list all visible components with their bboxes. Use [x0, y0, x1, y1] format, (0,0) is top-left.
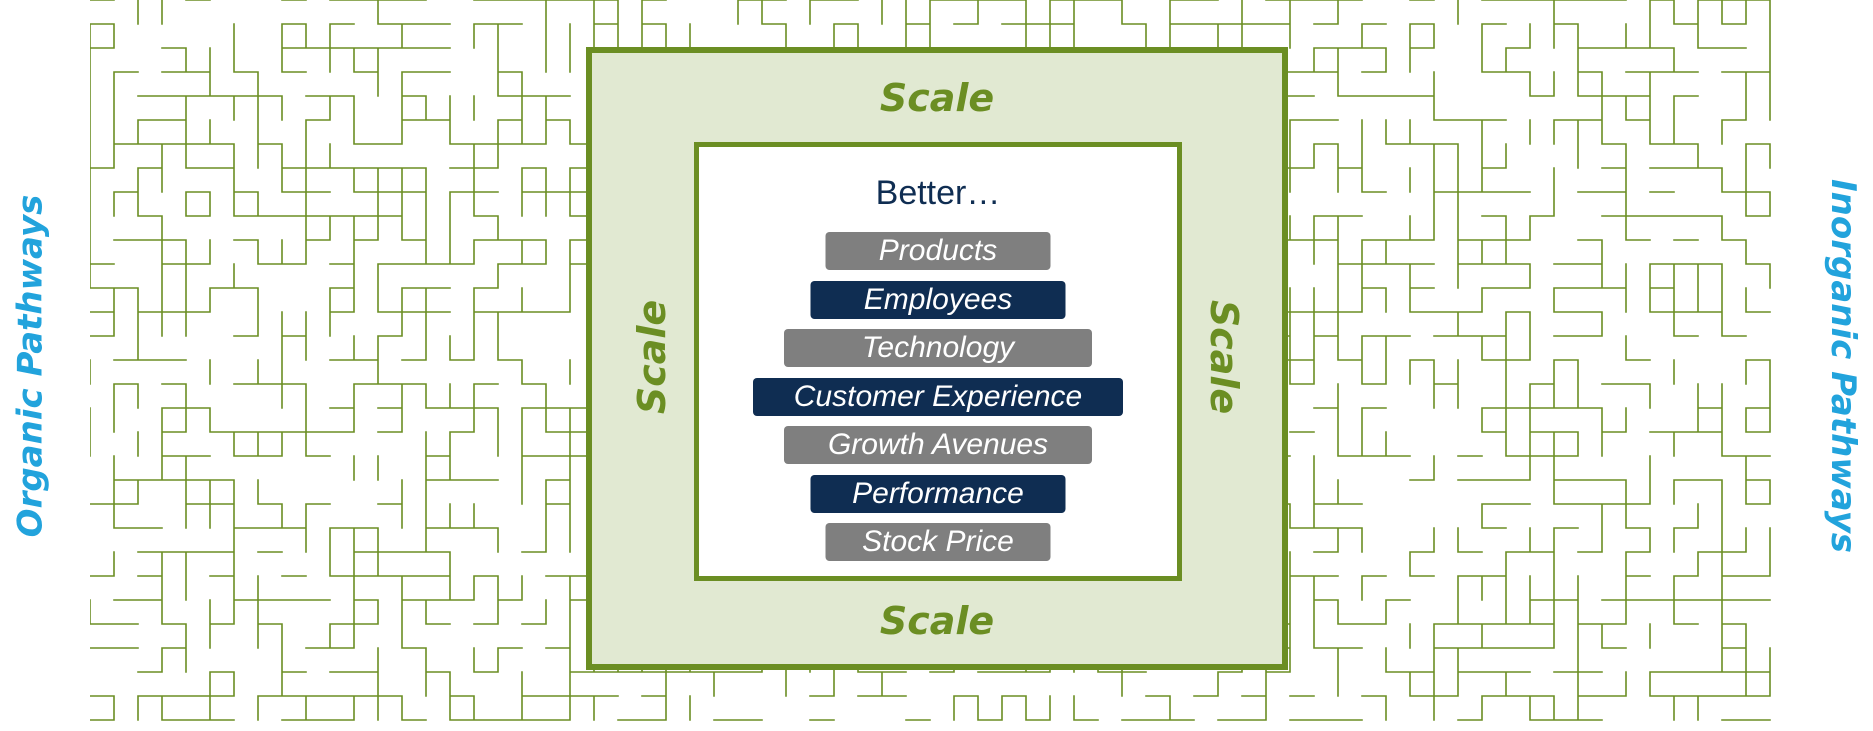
item-customer-experience: Customer Experience [753, 377, 1123, 416]
item-growth-avenues: Growth Avenues [784, 426, 1092, 464]
item-products: Products [825, 232, 1051, 270]
organic-pathways-label: Organic Pathways [10, 194, 50, 537]
scale-label-top: Scale [879, 76, 995, 120]
item-performance: Performance [810, 474, 1066, 513]
item-stock-price: Stock Price [825, 523, 1051, 561]
item-technology: Technology [784, 329, 1092, 367]
organic-pathways-label-wrap: Organic Pathways [0, 0, 60, 731]
inorganic-pathways-label-wrap: Inorganic Pathways [1813, 0, 1873, 731]
scale-label-bottom: Scale [879, 599, 995, 643]
item-employees: Employees [810, 280, 1066, 319]
better-heading: Better… [875, 174, 1001, 212]
better-box: Better… Products Employees Technology Cu… [694, 142, 1182, 581]
scale-label-left: Scale [630, 299, 674, 415]
scale-label-right: Scale [1202, 299, 1246, 415]
inorganic-pathways-label: Inorganic Pathways [1823, 178, 1863, 553]
